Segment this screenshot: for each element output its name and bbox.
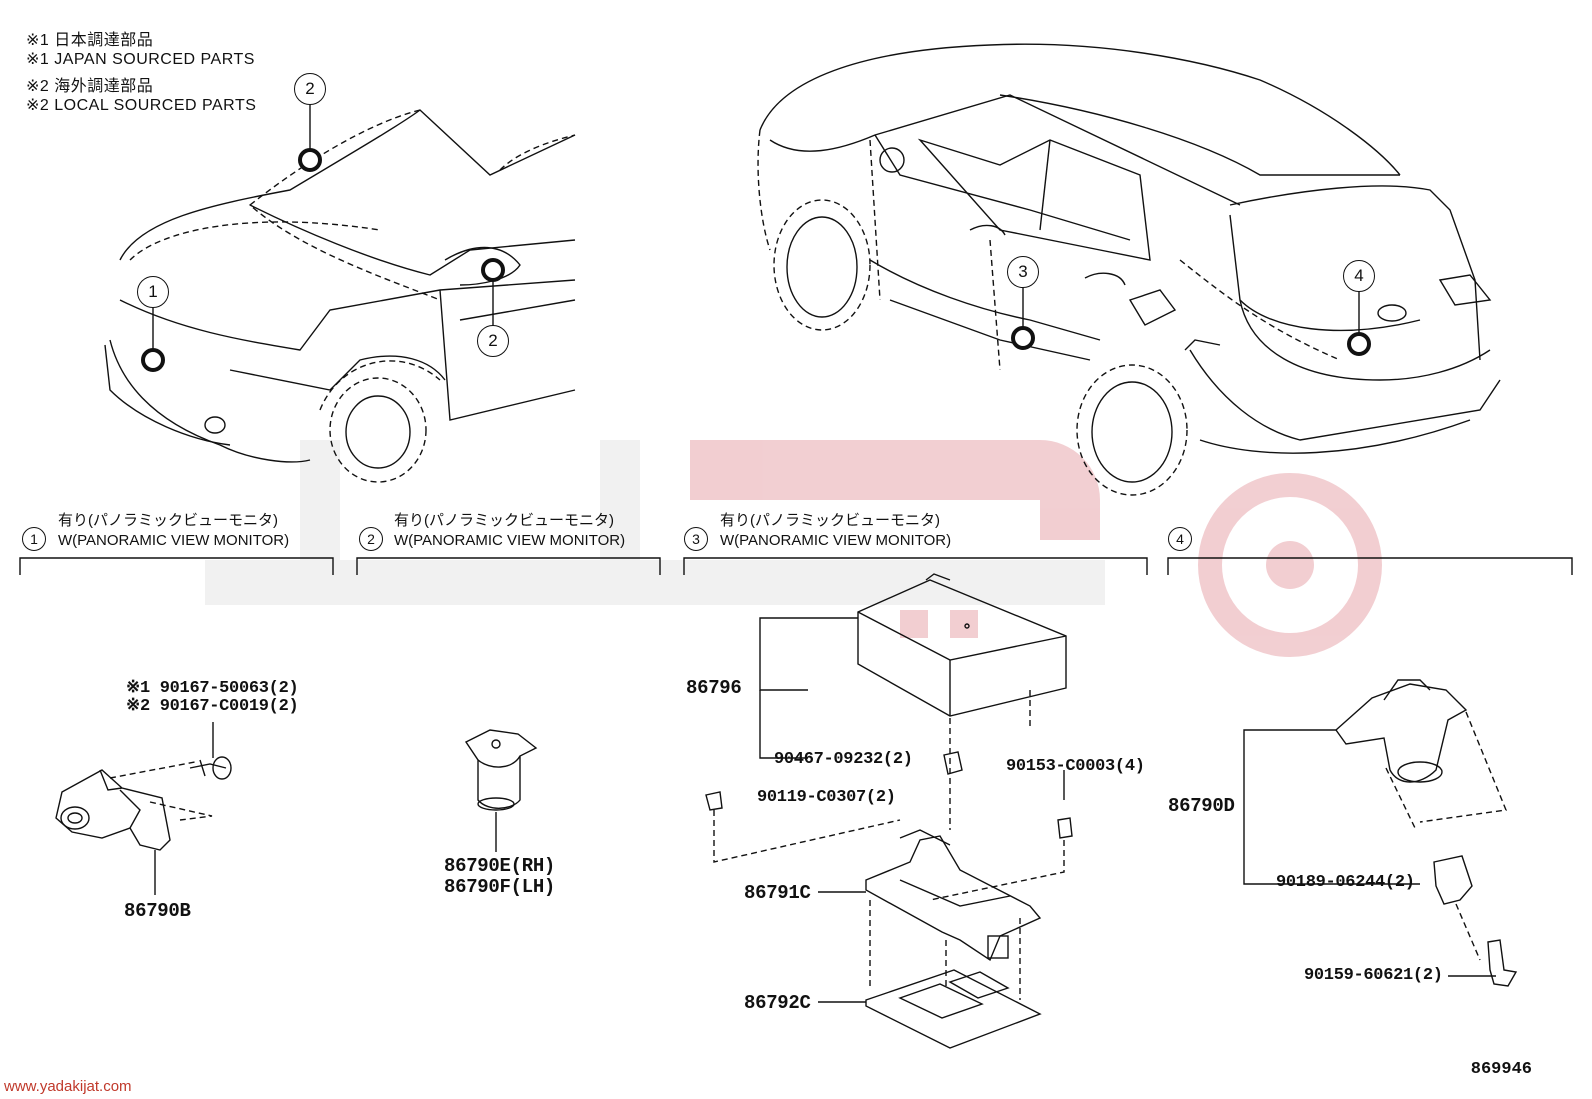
callout-2-roof[interactable]: 2: [294, 73, 326, 105]
camera-86790D-drawing: [1335, 679, 1507, 831]
part-86791C[interactable]: 86791C: [744, 882, 811, 904]
section-1-label-en: W(PANORAMIC VIEW MONITOR): [58, 532, 290, 549]
rear-vehicle-drawing: [757, 43, 1501, 496]
note-japan-jp: ※1 日本調達部品: [26, 32, 154, 49]
watermark-url: www.yadakijat.com: [4, 1078, 132, 1095]
part-90167-C0019[interactable]: ※2 90167-C0019(2): [126, 697, 299, 716]
note-local-en: ※2 LOCAL SOURCED PARTS: [26, 97, 257, 114]
ecu-86796-drawing: [857, 573, 1067, 717]
callout-2-mirror[interactable]: 2: [477, 325, 509, 357]
section-3-number: 3: [684, 527, 708, 551]
watermark-logo: [205, 440, 1382, 657]
section-2-label-en: W(PANORAMIC VIEW MONITOR): [394, 532, 626, 549]
callout-1-front[interactable]: 1: [137, 276, 169, 308]
bracket-86791C-drawing: [865, 829, 1042, 962]
section-3-label-jp: 有り(パノラミックビューモニタ): [720, 512, 940, 529]
part-86796[interactable]: 86796: [686, 677, 742, 699]
part-90159-60621[interactable]: 90159-60621(2): [1304, 966, 1443, 985]
note-local-jp: ※2 海外調達部品: [26, 78, 154, 95]
part-90119-C0307[interactable]: 90119-C0307(2): [757, 788, 896, 807]
section-4-number: 4: [1168, 527, 1192, 551]
callout-4-rear[interactable]: 4: [1343, 260, 1375, 292]
part-86792C[interactable]: 86792C: [744, 992, 811, 1014]
section-2-label-jp: 有り(パノラミックビューモニタ): [394, 512, 614, 529]
part-90467-09232[interactable]: 90467-09232(2): [774, 750, 913, 769]
callout-3-side[interactable]: 3: [1007, 256, 1039, 288]
part-86790B[interactable]: 86790B: [124, 900, 191, 922]
part-90153-C0003[interactable]: 90153-C0003(4): [1006, 757, 1145, 776]
camera-86790B-drawing: [55, 756, 232, 895]
camera-86790EF-drawing: [464, 729, 538, 852]
front-vehicle-drawing: [104, 109, 576, 483]
part-90189-06244[interactable]: 90189-06244(2): [1276, 873, 1415, 892]
section-3-label-en: W(PANORAMIC VIEW MONITOR): [720, 532, 952, 549]
part-90167-50063[interactable]: ※1 90167-50063(2): [126, 679, 299, 698]
section-1-number: 1: [22, 527, 46, 551]
figure-number: 869946: [1470, 1060, 1532, 1079]
section-brackets: [19, 557, 1573, 575]
part-86790E[interactable]: 86790E(RH): [444, 855, 556, 877]
part-86790D[interactable]: 86790D: [1168, 795, 1235, 817]
section-2-number: 2: [359, 527, 383, 551]
part-86790F[interactable]: 86790F(LH): [444, 876, 556, 898]
plate-86792C-drawing: [865, 969, 1042, 1049]
note-japan-en: ※1 JAPAN SOURCED PARTS: [26, 51, 255, 68]
section-1-label-jp: 有り(パノラミックビューモニタ): [58, 512, 278, 529]
